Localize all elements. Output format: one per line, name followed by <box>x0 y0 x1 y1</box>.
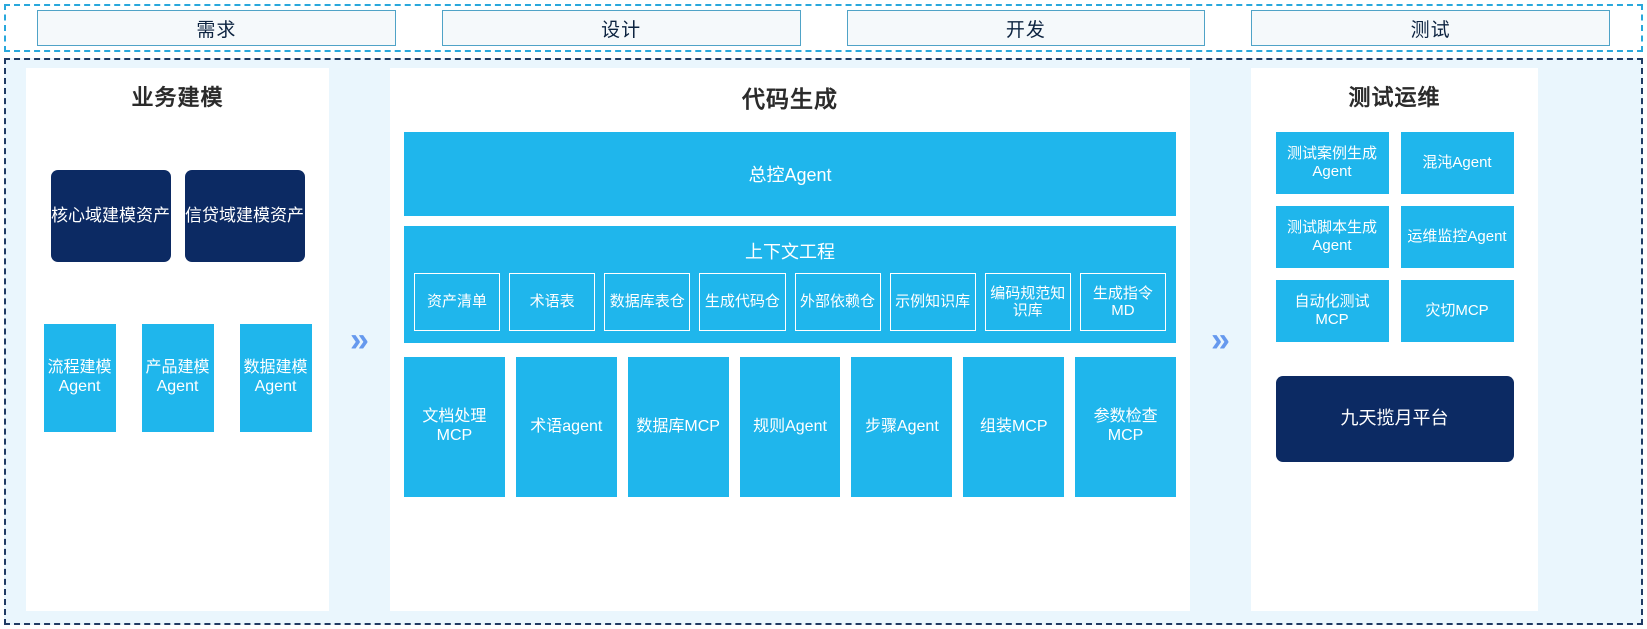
architecture-container: 业务建模 核心域建模资产 信贷域建模资产 流程建模Agent 产品建模Agent… <box>4 58 1643 625</box>
business-agents-row: 流程建模Agent 产品建模Agent 数据建模Agent <box>40 324 315 432</box>
context-item-coding-standard-knowledge-base[interactable]: 编码规范知识库 <box>984 273 1071 331</box>
platform-row: 九天揽月平台 <box>1265 376 1524 462</box>
agent-product-modeling[interactable]: 产品建模Agent <box>141 324 214 432</box>
panel-title-business-modeling: 业务建模 <box>131 85 224 110</box>
phase-tab-testing[interactable]: 测试 <box>1251 10 1610 46</box>
asset-core-domain[interactable]: 核心域建模资产 <box>50 170 171 262</box>
phase-tab-label: 设计 <box>601 19 642 41</box>
context-item-db-table-repo[interactable]: 数据库表仓 <box>604 273 691 331</box>
agent-data-modeling[interactable]: 数据建模Agent <box>239 324 312 432</box>
code-generation-tools-row: 文档处理MCP 术语agent 数据库MCP 规则Agent 步骤Agent 组… <box>404 357 1177 497</box>
context-item-glossary[interactable]: 术语表 <box>509 273 596 331</box>
phase-tab-development[interactable]: 开发 <box>846 10 1206 46</box>
panel-test-operations: 测试运维 测试案例生成Agent 混沌Agent 测试脚本生成Agent 运维监… <box>1251 68 1538 611</box>
tool-parameter-check-mcp[interactable]: 参数检查MCP <box>1075 357 1177 497</box>
panel-code-generation: 代码生成 总控Agent 上下文工程 资产清单 术语表 数据库表仓 生成代码仓 … <box>390 68 1190 611</box>
agent-test-script-generation[interactable]: 测试脚本生成Agent <box>1275 206 1389 268</box>
tool-terminology-agent[interactable]: 术语agent <box>515 357 617 497</box>
tool-document-processing-mcp[interactable]: 文档处理MCP <box>404 357 505 497</box>
tool-database-mcp[interactable]: 数据库MCP <box>627 357 729 497</box>
context-items-row: 资产清单 术语表 数据库表仓 生成代码仓 外部依赖仓 示例知识库 编码规范知识库… <box>414 273 1166 331</box>
panel-title-code-generation: 代码生成 <box>742 86 838 112</box>
business-assets-row: 核心域建模资产 信贷域建模资产 <box>40 170 315 262</box>
context-item-generated-code-repo[interactable]: 生成代码仓 <box>699 273 786 331</box>
agent-chaos[interactable]: 混沌Agent <box>1400 132 1514 194</box>
context-item-asset-list[interactable]: 资产清单 <box>414 273 501 331</box>
context-item-generation-instruction-md[interactable]: 生成指令MD <box>1079 273 1166 331</box>
phase-tab-label: 需求 <box>196 19 237 41</box>
tool-automated-testing-mcp[interactable]: 自动化测试MCP <box>1275 280 1389 342</box>
tool-rule-agent[interactable]: 规则Agent <box>739 357 841 497</box>
context-item-example-knowledge-base[interactable]: 示例知识库 <box>889 273 976 331</box>
phase-tab-label: 开发 <box>1005 19 1046 41</box>
chevron-right-icon-1: » <box>350 320 369 359</box>
phase-strip: 需求 设计 开发 测试 <box>4 4 1643 52</box>
chevron-right-icon-2: » <box>1211 320 1230 359</box>
tool-assembly-mcp[interactable]: 组装MCP <box>963 357 1065 497</box>
agent-process-modeling[interactable]: 流程建模Agent <box>43 324 116 432</box>
agent-ops-monitoring[interactable]: 运维监控Agent <box>1400 206 1514 268</box>
phase-tab-label: 测试 <box>1410 19 1451 41</box>
panel-business-modeling: 业务建模 核心域建模资产 信贷域建模资产 流程建模Agent 产品建模Agent… <box>26 68 329 611</box>
asset-credit-domain[interactable]: 信贷域建模资产 <box>184 170 305 262</box>
phase-tab-requirements[interactable]: 需求 <box>37 10 396 46</box>
agent-test-case-generation[interactable]: 测试案例生成Agent <box>1275 132 1389 194</box>
context-engineering-block: 上下文工程 资产清单 术语表 数据库表仓 生成代码仓 外部依赖仓 示例知识库 编… <box>404 226 1176 343</box>
panel-title-test-operations: 测试运维 <box>1348 85 1441 110</box>
tool-step-agent[interactable]: 步骤Agent <box>851 357 953 497</box>
platform-jiutian-lanyue[interactable]: 九天揽月平台 <box>1275 376 1514 462</box>
context-item-external-dependency-repo[interactable]: 外部依赖仓 <box>794 273 881 331</box>
phase-tab-design[interactable]: 设计 <box>441 10 801 46</box>
test-ops-grid: 测试案例生成Agent 混沌Agent 测试脚本生成Agent 运维监控Agen… <box>1265 132 1524 342</box>
context-engineering-title: 上下文工程 <box>745 242 835 262</box>
tool-disaster-switch-mcp[interactable]: 灾切MCP <box>1400 280 1514 342</box>
master-control-agent[interactable]: 总控Agent <box>404 132 1176 216</box>
